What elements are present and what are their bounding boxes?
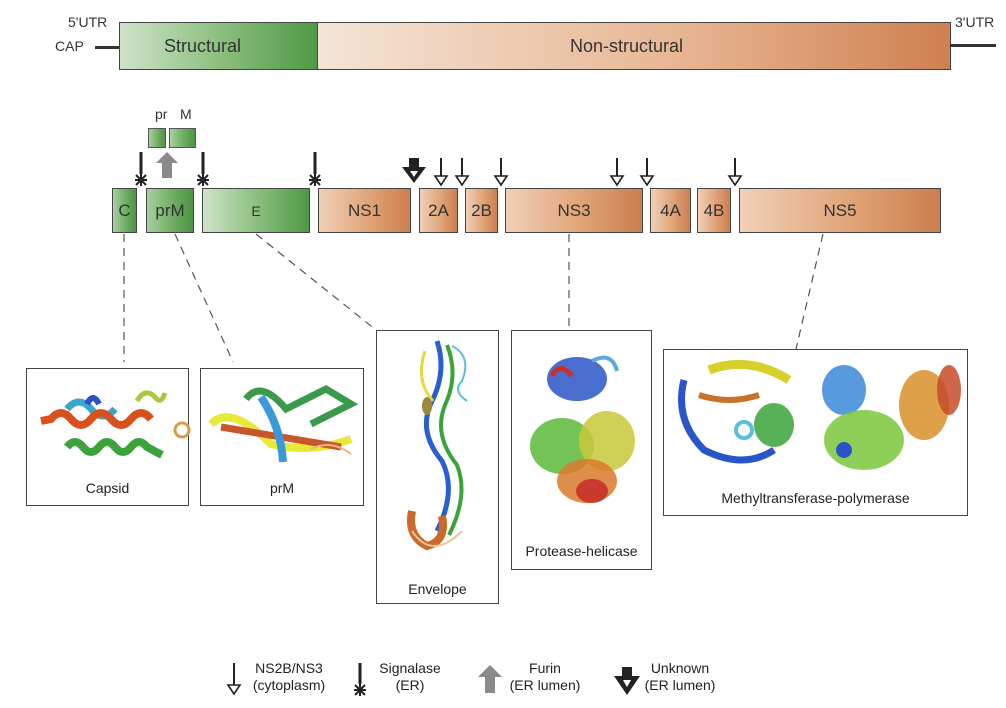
protein-prm: prM bbox=[146, 188, 194, 233]
protease-helicase-ribbon-image bbox=[530, 355, 635, 503]
legend-ns2b-ns3: NS2B/NS3 (cytoplasm) bbox=[252, 660, 326, 693]
ns2b-ns3-arrow-icon bbox=[226, 663, 242, 696]
legend-signalase: Signalase (ER) bbox=[379, 660, 441, 693]
structural-region: Structural bbox=[119, 22, 317, 70]
nonstructural-label: Non-structural bbox=[570, 35, 684, 56]
structural-label: Structural bbox=[164, 35, 242, 56]
signalase-cleavage-e-ns1 bbox=[307, 150, 323, 188]
nonstructural-region: Non-structural bbox=[317, 22, 951, 70]
connector-envelope bbox=[255, 233, 377, 331]
signalase-arrow-icon bbox=[354, 663, 366, 696]
signalase-cleavage-prm-e bbox=[195, 150, 211, 188]
ns2b-ns3-cleavage-2b-ns3 bbox=[494, 157, 508, 186]
ns2b-ns3-cleavage-2a-internal bbox=[434, 157, 448, 186]
capsid-structure-panel: Capsid bbox=[26, 368, 191, 506]
protein-ns2a: 2A bbox=[419, 188, 458, 233]
ns2b-ns3-cleavage-2a-2b bbox=[455, 157, 469, 186]
prm-structure-panel: prM bbox=[200, 368, 364, 506]
signalase-cleavage-c-prm bbox=[133, 150, 149, 188]
prm-caption: prM bbox=[269, 480, 295, 496]
furin-arrow-icon bbox=[156, 152, 178, 178]
protease-helicase-caption: Protease-helicase bbox=[525, 543, 638, 559]
unknown-arrow-icon bbox=[614, 667, 640, 695]
ns2b-ns3-cleavage-ns3-internal bbox=[610, 157, 624, 186]
protein-ns3: NS3 bbox=[505, 188, 643, 233]
methyltransferase-polymerase-caption: Methyltransferase-polymerase bbox=[721, 490, 910, 506]
envelope-structure-panel: Envelope bbox=[376, 330, 499, 604]
legend-unknown: Unknown (ER lumen) bbox=[644, 660, 716, 693]
ns2b-ns3-cleavage-4b-ns5 bbox=[728, 157, 742, 186]
utr3-line bbox=[950, 44, 996, 47]
cap-label: CAP bbox=[55, 38, 84, 54]
protein-c: C bbox=[112, 188, 137, 233]
capsid-ribbon-image bbox=[40, 390, 191, 459]
ns2b-ns3-cleavage-ns3-4a bbox=[640, 157, 654, 186]
pr-box bbox=[148, 128, 166, 148]
methyltransferase-polymerase-structure-panel: Methyltransferase-polymerase bbox=[663, 349, 968, 516]
protein-e: E bbox=[202, 188, 310, 233]
protease-helicase-structure-panel: Protease-helicase bbox=[511, 330, 652, 570]
protein-ns5: NS5 bbox=[739, 188, 941, 233]
methyltransferase-polymerase-ribbon-image bbox=[678, 359, 961, 470]
protein-ns4b: 4B bbox=[697, 188, 731, 233]
capsid-caption: Capsid bbox=[85, 480, 130, 496]
pr-label: pr bbox=[155, 106, 168, 122]
protein-ns2b: 2B bbox=[465, 188, 498, 233]
utr5-label: 5'UTR bbox=[68, 14, 108, 30]
envelope-ribbon-image bbox=[407, 340, 468, 551]
protein-ns4a: 4A bbox=[650, 188, 691, 233]
utr3-label: 3'UTR bbox=[955, 14, 995, 30]
utr5-line bbox=[95, 46, 120, 49]
protein-ns1: NS1 bbox=[318, 188, 411, 233]
unknown-cleavage-arrow-icon bbox=[402, 158, 426, 183]
envelope-caption: Envelope bbox=[408, 581, 467, 597]
connector-prm bbox=[174, 233, 234, 363]
furin-arrow-icon bbox=[478, 665, 502, 693]
connector-methyltransferase-polymerase bbox=[795, 233, 824, 350]
m-label: M bbox=[180, 106, 192, 122]
legend-furin: Furin (ER lumen) bbox=[509, 660, 581, 693]
m-box bbox=[169, 128, 196, 148]
prm-ribbon-image bbox=[208, 385, 359, 463]
